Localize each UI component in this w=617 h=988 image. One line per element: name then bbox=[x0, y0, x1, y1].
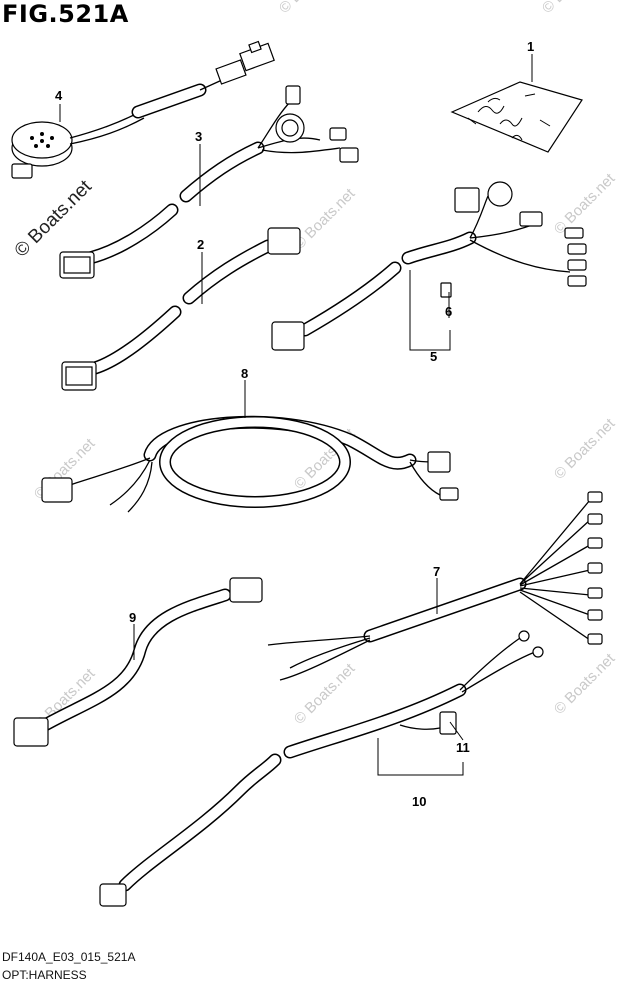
leader-lines bbox=[59, 54, 533, 776]
part-4-buzzer-harness[interactable] bbox=[11, 40, 275, 179]
part-11-clip[interactable] bbox=[399, 711, 457, 735]
watermark: © Boats.net bbox=[551, 415, 617, 483]
drawing-code: DF140A_E03_015_521A bbox=[2, 950, 136, 964]
callout-4: 4 bbox=[55, 88, 63, 103]
watermark: © Boats.net bbox=[291, 660, 359, 728]
callout-6: 6 bbox=[445, 304, 452, 319]
callout-8: 8 bbox=[241, 366, 248, 381]
watermark: © Boats.net bbox=[551, 650, 617, 718]
section-name: OPT:HARNESS bbox=[2, 968, 87, 982]
part-2-harness[interactable] bbox=[61, 227, 301, 391]
main-watermark: © Boats.net bbox=[11, 176, 97, 262]
part-8-harness[interactable] bbox=[41, 415, 459, 513]
callout-2: 2 bbox=[197, 237, 204, 252]
watermark: © Boats.net bbox=[291, 185, 359, 253]
part-10-harness[interactable] bbox=[99, 630, 544, 907]
part-7-harness[interactable] bbox=[267, 491, 603, 681]
callout-9: 9 bbox=[129, 610, 136, 625]
callouts: 1 2 3 4 5 6 7 8 9 10 11 bbox=[55, 39, 534, 809]
watermark: © Boats.net bbox=[276, 0, 344, 17]
part-9-harness[interactable] bbox=[13, 577, 263, 747]
callout-10: 10 bbox=[412, 794, 426, 809]
watermark: © Boats.net bbox=[551, 170, 617, 238]
watermark: © Boats.net bbox=[539, 0, 607, 17]
part-5-harness[interactable] bbox=[271, 181, 587, 351]
figure-title: FIG.521A bbox=[2, 0, 129, 28]
part-3-harness[interactable] bbox=[59, 85, 359, 279]
callout-7: 7 bbox=[433, 564, 440, 579]
callout-3: 3 bbox=[195, 129, 202, 144]
callout-5: 5 bbox=[430, 349, 437, 364]
callout-11: 11 bbox=[456, 740, 470, 755]
part-1-parts-bag[interactable] bbox=[450, 81, 583, 153]
callout-1: 1 bbox=[527, 39, 534, 54]
